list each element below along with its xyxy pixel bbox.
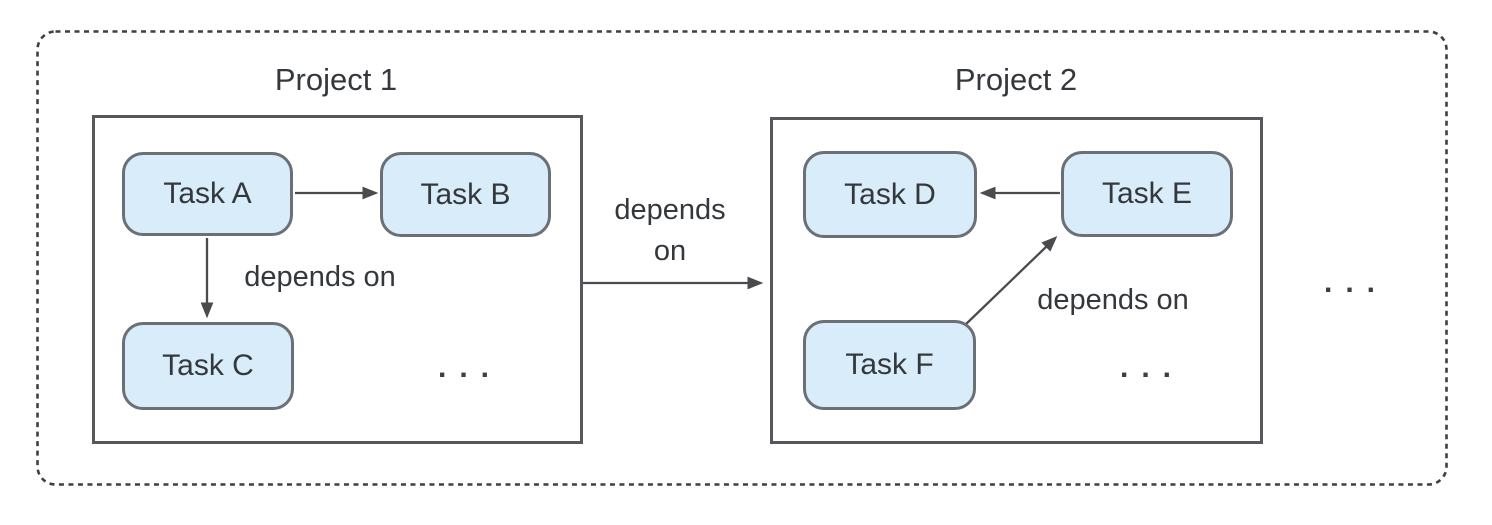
edge-label-a-depends-on-c: depends on xyxy=(244,261,396,293)
project2-box xyxy=(770,117,1263,444)
edge-label-line1: depends xyxy=(614,194,726,226)
project1-title: Project 1 xyxy=(274,62,398,97)
task-b-node: Task B xyxy=(380,152,551,237)
task-f-node: Task F xyxy=(803,320,976,410)
project2-more-tasks-ellipsis: ... xyxy=(1119,351,1185,384)
project2-title: Project 2 xyxy=(954,62,1078,97)
task-d-node: Task D xyxy=(803,151,977,238)
task-a-node: Task A xyxy=(122,152,293,236)
edge-label-project1-depends-on-project2: depends on xyxy=(614,190,725,272)
project1-more-tasks-ellipsis: ... xyxy=(437,351,503,384)
task-e-node: Task E xyxy=(1061,151,1233,237)
task-c-node: Task C xyxy=(122,322,294,410)
edge-label-f-depends-on-e: depends on xyxy=(1037,284,1189,316)
project1-box xyxy=(92,115,583,444)
more-projects-ellipsis: ... xyxy=(1323,266,1389,299)
edge-label-line2: on xyxy=(653,235,687,267)
